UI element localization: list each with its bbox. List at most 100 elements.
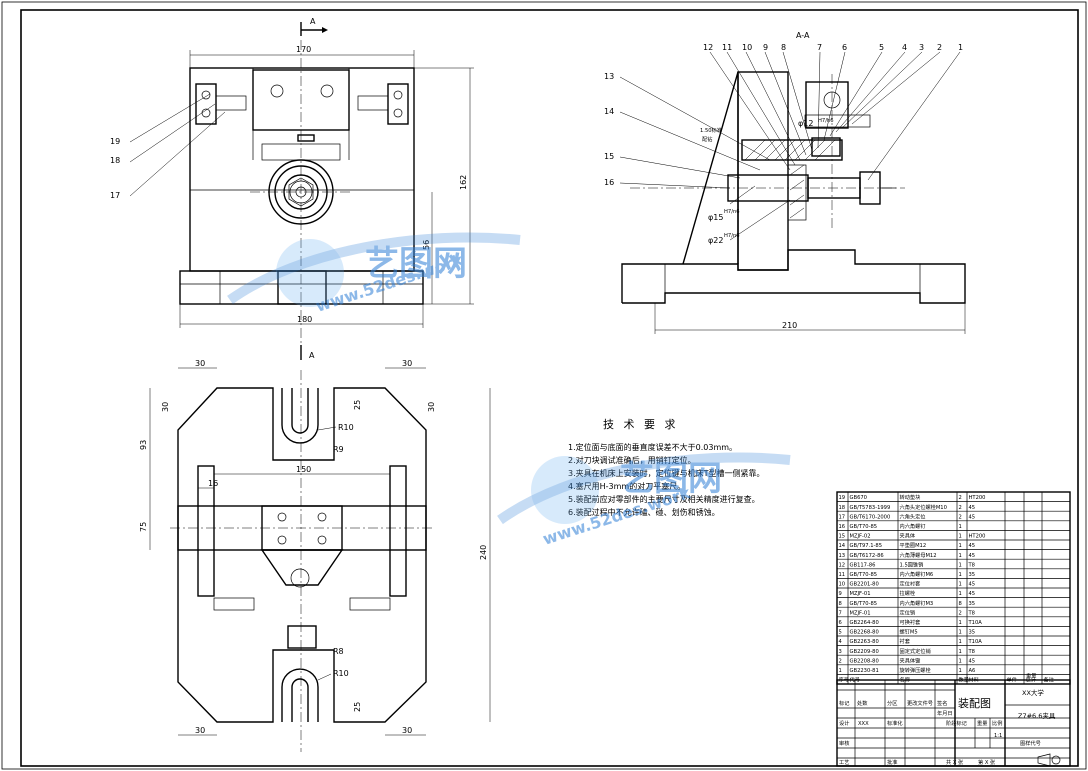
parts-cell-code: GB670 [850,495,867,501]
parts-cell-no: 1 [839,668,842,674]
process-label: 工艺 [839,759,849,766]
fit-2-tol: H7/n6 [724,233,740,239]
callout-5: 5 [879,43,884,52]
parts-cell-code: MZJF-02 [850,534,871,540]
scale-label: 比例 [992,719,1002,727]
dim-height-240: 240 [479,545,488,560]
callout-17: 17 [110,191,120,200]
parts-cell-no: 4 [839,639,843,645]
sign-label: 签名 [937,699,947,707]
parts-cell-no: 14 [839,543,846,549]
parts-cell-qty: 1 [959,582,962,588]
drawing-number: Z7#6.6夹具 [1018,711,1056,720]
tech-item-5: 5.装配前应对零部件的主要尺寸及相关精度进行复查。 [568,494,760,504]
parts-cell-name: 夹具体键 [900,656,921,664]
parts-cell-qty: 1 [959,562,962,568]
dim-width-bottom: 180 [297,315,312,324]
dim-base-width: 210 [782,321,797,330]
parts-cell-code: GB117-86 [850,562,876,568]
parts-cell-qty: 1 [959,649,962,655]
plan-view: 30 30 30 30 30 30 R10 R9 R10 R8 25 25 15… [139,359,491,752]
parts-cell-name: 六角头定位 [900,512,926,520]
parts-cell-name: 旋转弹压螺栓 [900,666,932,674]
parts-cell-mat: 45 [969,514,976,520]
parts-cell-no: 18 [839,505,846,511]
dim-r10-top: R10 [338,423,354,432]
partition-label: 分区 [887,699,897,707]
dim-height-total: 162 [459,175,468,190]
callout-13: 13 [604,72,614,81]
parts-cell-code: GB2268-80 [850,630,879,636]
parts-cell-code: GB2263-80 [850,639,879,645]
fit-3: φ12 [798,119,813,128]
parts-cell-name: 内六角螺钉M6 [900,570,934,578]
dim-width-top: 170 [296,45,311,54]
designer-label: 设计 [839,719,849,727]
callout-3: 3 [919,43,924,52]
callout-6: 6 [842,43,847,52]
dim-r9: R9 [333,445,344,454]
dim-height-mid: 56 [422,240,431,250]
parts-cell-qty: 2 [959,505,962,511]
parts-cell-mat: HT200 [969,534,986,540]
parts-cell-name: 转动垫块 [900,493,922,501]
title-block: 装配图 XX大学 Z7#6.6夹具 阶段标记 重量 比例 1:1 共 X 张 第… [836,679,1071,767]
parts-cell-no: 13 [839,553,846,559]
standardize-label: 标准化 [887,719,903,727]
note-2: 配钻 [702,135,712,143]
callout-18: 18 [110,156,120,165]
callout-1: 1 [958,43,963,52]
callout-7: 7 [817,43,822,52]
fit-2: φ22 [708,236,723,245]
sheet-total: 共 X 张 [946,758,964,766]
parts-cell-no: 15 [839,534,846,540]
parts-cell-qty: 1 [959,591,962,597]
callout-10: 10 [742,43,752,52]
parts-cell-qty: 8 [959,601,962,607]
tech-item-3: 3.夹具在机床上安装时，定位键与机床T型槽一侧紧靠。 [568,468,765,478]
parts-cell-code: GB2201-80 [850,582,879,588]
school-name: XX大学 [1022,688,1044,697]
parts-cell-mat: A6 [969,668,976,674]
parts-header-weight: 重量 [1026,672,1036,680]
parts-cell-code: GB2209-80 [850,649,879,655]
callout-11: 11 [722,43,732,52]
parts-cell-qty: 1 [959,572,962,578]
parts-cell-code: GB2208-80 [850,658,879,664]
dim-height-93: 93 [139,440,148,450]
stage-label: 阶段标记 [946,719,967,727]
parts-cell-no: 5 [839,630,842,636]
check-label: 审核 [839,739,849,747]
parts-cell-code: MZJF-01 [850,591,871,597]
parts-cell-name: 内六角螺钉 [900,522,926,530]
dim-side-30-left: 30 [161,402,170,412]
fit-1-tol: H7/n6 [724,209,740,215]
dim-right-top: 30 [402,359,412,368]
parts-cell-name: 衬套 [900,637,911,645]
parts-cell-mat: 45 [969,582,976,588]
parts-cell-qty: 1 [959,639,962,645]
dim-top-25: 25 [353,400,362,410]
section-label-bottom: A [309,351,315,360]
approve-label: 批准 [887,758,897,766]
callout-2: 2 [937,43,942,52]
callout-19: 19 [110,137,120,146]
dim-left-top: 30 [195,359,205,368]
tech-item-2: 2.对刀块调试准确后，用销钉定位。 [568,455,696,465]
parts-cell-code: GB2264-80 [850,620,879,626]
callout-12: 12 [703,43,713,52]
parts-cell-code: MZJF-01 [850,610,871,616]
parts-cell-qty: 2 [959,514,962,520]
parts-cell-mat: 45 [969,591,976,597]
parts-cell-name: 六角头定位螺栓M10 [900,503,947,511]
parts-cell-code: GB/T6172-86 [850,553,884,559]
note-1: 1.50标准 [700,126,722,134]
section-view-title: A-A [796,31,810,40]
parts-cell-code: GB/T70-85 [850,601,878,607]
parts-cell-mat: T10A [968,620,983,626]
parts-cell-mat: T8 [968,610,975,616]
parts-cell-qty: 1 [959,524,962,530]
parts-cell-qty: 1 [959,630,962,636]
parts-cell-qty: 1 [959,543,962,549]
